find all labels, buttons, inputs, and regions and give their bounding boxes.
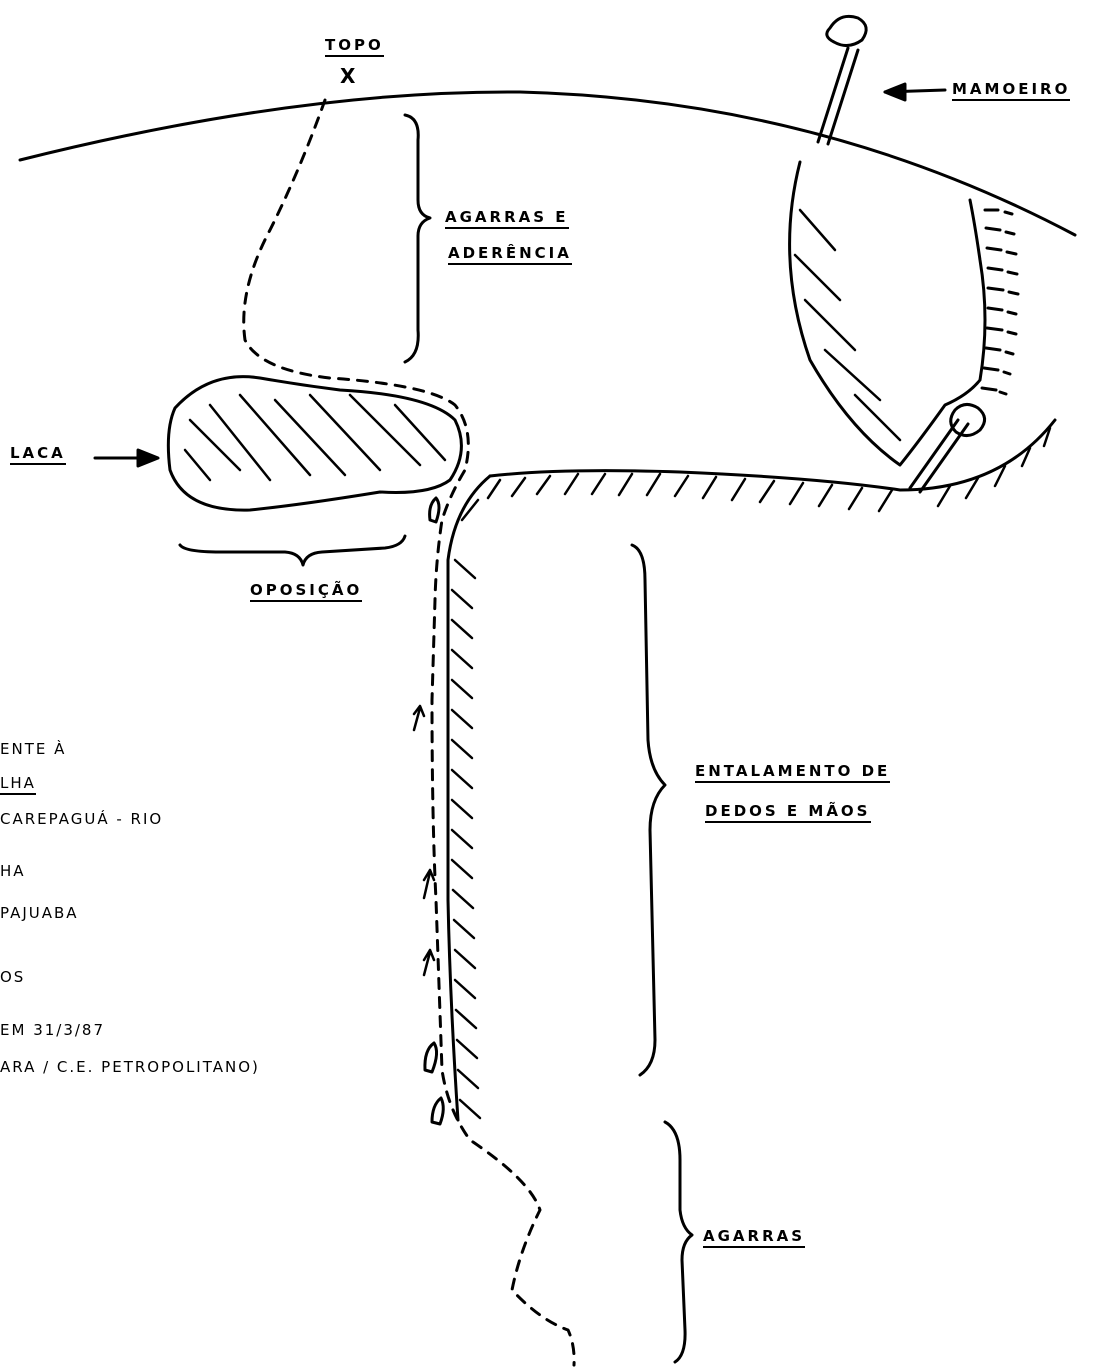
note-line-7: EM 31/3/87 xyxy=(0,1023,105,1038)
crack-hatching xyxy=(452,500,480,1118)
chock-3 xyxy=(432,1098,443,1124)
note-line-2: LHA xyxy=(0,776,36,795)
papaya-tree-crown xyxy=(827,16,866,45)
bracket-entalamento xyxy=(632,545,665,1075)
note-line-6: OS xyxy=(0,970,25,985)
route-dashed-upper xyxy=(244,100,574,1365)
ledge-hatching xyxy=(488,428,1050,511)
note-line-1: ENTE À xyxy=(0,742,66,757)
note-line-4: HA xyxy=(0,864,26,879)
papaya-tree-trunk xyxy=(818,48,858,144)
note-line-8: ARA / C.E. PETROPOLITANO) xyxy=(0,1060,260,1075)
lower-tree-crown xyxy=(951,404,985,435)
bracket-agarras xyxy=(665,1122,692,1362)
label-aderencia: ADERÊNCIA xyxy=(448,246,572,265)
route-arrows xyxy=(414,706,434,975)
note-line-5: PAJUABA xyxy=(0,906,79,921)
label-mamoeiro: MAMOEIRO xyxy=(952,82,1070,101)
label-laca: LACA xyxy=(10,446,66,465)
note-line-3: CAREPAGUÁ - RIO xyxy=(0,812,163,827)
label-agarras-e: AGARRAS E xyxy=(445,210,569,229)
chock-2 xyxy=(425,1043,437,1072)
flake-hatching xyxy=(185,395,445,480)
lower-tree-trunk xyxy=(910,420,968,492)
bracket-agarras-aderencia xyxy=(405,115,430,362)
label-topo: TOPO xyxy=(325,38,384,57)
label-entalamento-line1: ENTALAMENTO DE xyxy=(695,764,890,783)
right-edge-dashes xyxy=(982,210,1018,394)
label-agarras: AGARRAS xyxy=(703,1229,805,1248)
label-oposicao: OPOSIÇÃO xyxy=(250,583,362,602)
right-slab-hatching xyxy=(795,210,900,440)
summit-mark: X xyxy=(340,66,358,86)
label-entalamento-line2: DEDOS E MÃOS xyxy=(705,804,871,823)
chock-1 xyxy=(430,498,439,522)
bracket-oposicao xyxy=(180,536,405,565)
